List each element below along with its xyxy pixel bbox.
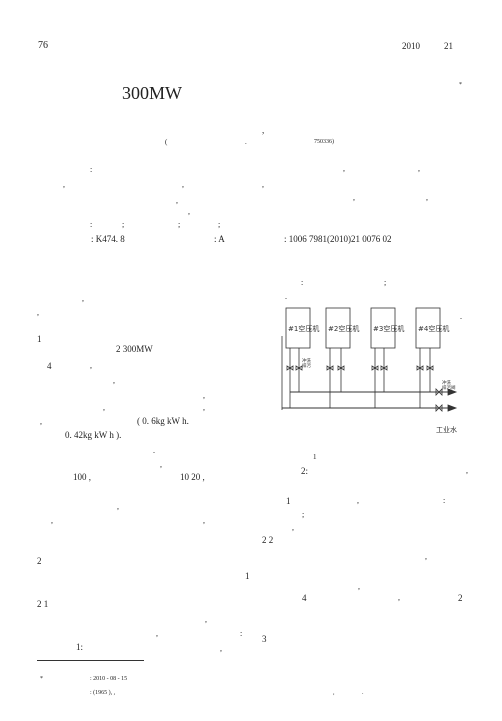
body-mark: . [153, 446, 155, 455]
footnote-marker: * [40, 676, 43, 682]
right-item-2: 2 [458, 593, 463, 603]
flush-tag-left: 冲洗排污 [302, 357, 311, 369]
section-heading-1: 1 [37, 334, 42, 344]
body-mark: , [156, 629, 158, 638]
right-intro-dot: . [285, 292, 287, 301]
abstract-mark: , [262, 180, 264, 189]
footnote-received-date: : 2010 - 08 - 15 [90, 676, 128, 682]
body-mark: : [240, 629, 243, 638]
right-item-4: 4 [302, 593, 307, 603]
clc-number: : K474. 8 [91, 234, 125, 244]
body-mark: , [203, 403, 205, 412]
body-mark: : [443, 496, 446, 505]
figure-reference: 1: [76, 642, 84, 652]
abstract-mark: , [353, 193, 355, 202]
compressor-unit-label: #1空压机 [288, 324, 319, 333]
right-item-3: 3 [262, 634, 267, 644]
body-line-300mw: 2 300MW [116, 344, 153, 354]
affiliation-postcode: 750336) [314, 139, 334, 145]
body-mark: , [117, 502, 119, 511]
abstract-mark: , [176, 196, 178, 205]
body-mark: , [203, 391, 205, 400]
abstract-mark: , [426, 193, 428, 202]
body-mark: , [466, 466, 468, 475]
body-mark: , [292, 523, 294, 532]
abstract-mark: , [418, 164, 420, 173]
footnote-mark: . [362, 690, 364, 696]
industrial-water-label: 工业水 [436, 425, 457, 434]
body-mark: , [113, 376, 115, 385]
section-heading-2: 2 [37, 556, 42, 566]
title-footnote-marker: * [459, 82, 462, 88]
compressor-system-diagram: #1空压机 #2空压机 #3空压机 #4空压机 冲洗排污 冲洗排污阀 工业水 [281, 307, 458, 434]
abstract-mark: , [182, 180, 184, 189]
footnote-mark: , [333, 690, 335, 696]
footnote-author-info: : (1965 ), , [90, 690, 116, 696]
keywords-sep: ; [122, 220, 125, 229]
abstract-mark: , [63, 180, 65, 189]
body-line-10-20: 10 20 , [180, 472, 205, 482]
right-section-2: 2: [301, 466, 309, 476]
body-mark: ; [302, 510, 305, 519]
body-mark: , [205, 615, 207, 624]
body-mark: , [357, 496, 359, 505]
body-mark: , [37, 308, 39, 317]
header-year: 2010 [402, 41, 420, 51]
body-mark: , [203, 516, 205, 525]
compressor-unit-4 [415, 307, 441, 349]
right-item-1b: 1 [245, 571, 250, 581]
keywords-sep: ; [218, 220, 221, 229]
article-id: : 1006 7981(2010)21 0076 02 [284, 234, 392, 244]
body-mark: , [398, 593, 400, 602]
right-intro-colon: : [301, 278, 304, 287]
compressor-unit-3 [370, 307, 396, 349]
body-mark: , [220, 644, 222, 653]
keywords-sep: ; [178, 220, 181, 229]
keywords-colon: : [90, 220, 93, 229]
right-intro-dot: . [460, 312, 462, 321]
flush-tag-right: 冲洗排污阀 [442, 379, 456, 391]
abstract-mark: , [343, 164, 345, 173]
footnote-rule [37, 660, 144, 661]
page-title: 300MW [122, 83, 182, 103]
affiliation-paren: ( [165, 138, 168, 146]
body-mark: , [160, 460, 162, 469]
body-mark: , [103, 403, 105, 412]
figure-caption-number: 1 [313, 453, 317, 461]
body-mark: , [90, 361, 92, 370]
section-heading-2-1: 2 1 [37, 599, 49, 609]
abstract-mark: , [188, 207, 190, 216]
body-line-100: 100 , [73, 472, 91, 482]
right-item-1: 1 [286, 496, 291, 506]
body-line-energy-1: ( 0. 6kg kW h. [137, 416, 189, 426]
compressor-unit-label: #3空压机 [373, 324, 404, 333]
affiliation-dot: . [245, 138, 247, 146]
body-mark: , [82, 294, 84, 303]
body-line-4: 4 [47, 361, 52, 371]
right-intro-semi: ; [384, 278, 387, 287]
abstract-colon: : [90, 165, 93, 174]
body-line-energy-2: 0. 42kg kW h ). [65, 430, 122, 440]
body-mark: , [358, 582, 360, 591]
header-issue: 21 [444, 41, 453, 51]
compressor-unit-label: #4空压机 [418, 324, 449, 333]
right-section-2-2: 2 2 [262, 535, 274, 545]
body-mark: , [51, 516, 53, 525]
compressor-unit-label: #2空压机 [328, 324, 359, 333]
page-number: 76 [38, 40, 48, 51]
author-line-mark: , [262, 125, 265, 135]
compressor-unit-1 [285, 307, 311, 349]
body-mark: , [40, 417, 42, 426]
document-code: : A [214, 234, 225, 244]
compressor-unit-2 [325, 307, 351, 349]
body-mark: , [425, 552, 427, 561]
